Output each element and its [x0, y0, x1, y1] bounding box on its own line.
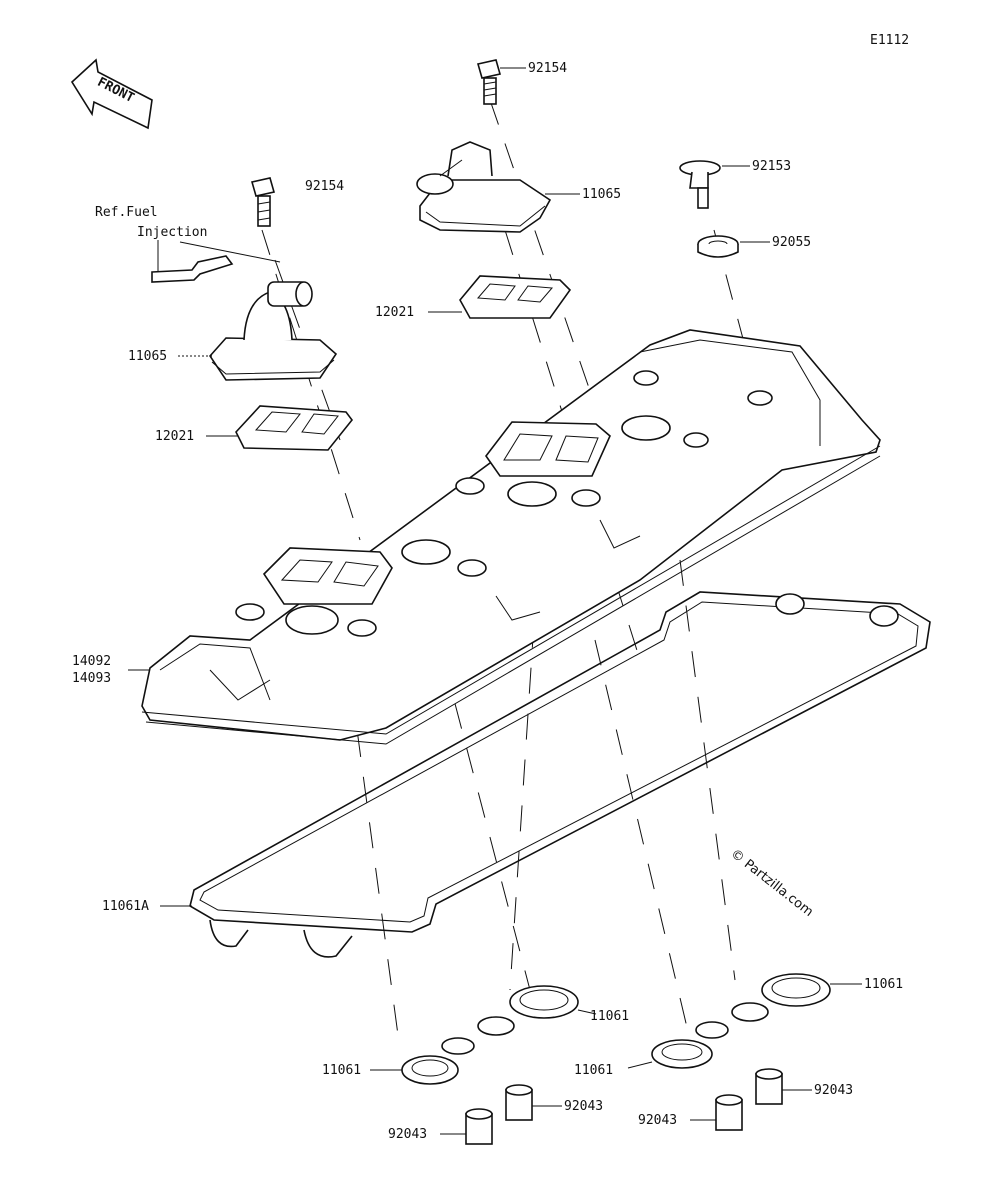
- front-arrow-icon: FRONT: [70, 58, 153, 130]
- label-dowel-3: 92043: [638, 1113, 677, 1128]
- gasket-12021-right: [459, 275, 572, 319]
- label-plug-gasket-4: 11061: [864, 977, 903, 992]
- watermark: © Partzilla.com: [728, 846, 816, 920]
- label-grommet: 92055: [772, 235, 811, 250]
- label-dowel-2: 92043: [564, 1099, 603, 1114]
- ref-line-2: Injection: [137, 225, 207, 240]
- washer-bolt-92153: [679, 160, 721, 209]
- label-dowel-1: 92043: [388, 1127, 427, 1142]
- label-cover-left: 11065: [128, 349, 167, 364]
- bolt-92154-top: [476, 59, 502, 105]
- label-dowel-4: 92043: [814, 1083, 853, 1098]
- label-head-cover-b: 14093: [72, 671, 111, 686]
- head-cover-gasket: [189, 591, 931, 958]
- dowel-pin-1: [465, 1108, 493, 1145]
- breather-cover-left: [208, 281, 338, 381]
- plug-gasket-1: [401, 1037, 475, 1085]
- cylinder-head-cover: [141, 329, 881, 745]
- dowel-pin-3: [715, 1094, 743, 1131]
- breather-cover-right: [416, 141, 552, 233]
- label-gasket-right: 12021: [375, 305, 414, 320]
- label-plug-gasket-2: 11061: [590, 1009, 629, 1024]
- plug-gasket-2: [477, 985, 579, 1036]
- label-bolt-top: 92154: [528, 61, 567, 76]
- label-plug-gasket-3: 11061: [574, 1063, 613, 1078]
- gasket-12021-left: [235, 405, 354, 451]
- grommet-92055: [697, 235, 739, 258]
- fuel-injection-bracket: [151, 255, 234, 283]
- label-plug-gasket-1: 11061: [322, 1063, 361, 1078]
- label-washer-bolt: 92153: [752, 159, 791, 174]
- plug-gasket-3: [651, 1021, 729, 1069]
- label-cover-right: 11065: [582, 187, 621, 202]
- dowel-pin-2: [505, 1084, 533, 1121]
- diagram-code: E1112: [870, 33, 909, 48]
- label-cover-gasket: 11061A: [102, 899, 149, 914]
- ref-line-1: Ref.Fuel: [95, 205, 158, 220]
- label-gasket-left: 12021: [155, 429, 194, 444]
- bolt-92154-left: [250, 177, 276, 227]
- plug-gasket-4: [731, 973, 831, 1022]
- label-head-cover-a: 14092: [72, 654, 111, 669]
- dowel-pin-4: [755, 1068, 783, 1105]
- label-bolt-left: 92154: [305, 179, 344, 194]
